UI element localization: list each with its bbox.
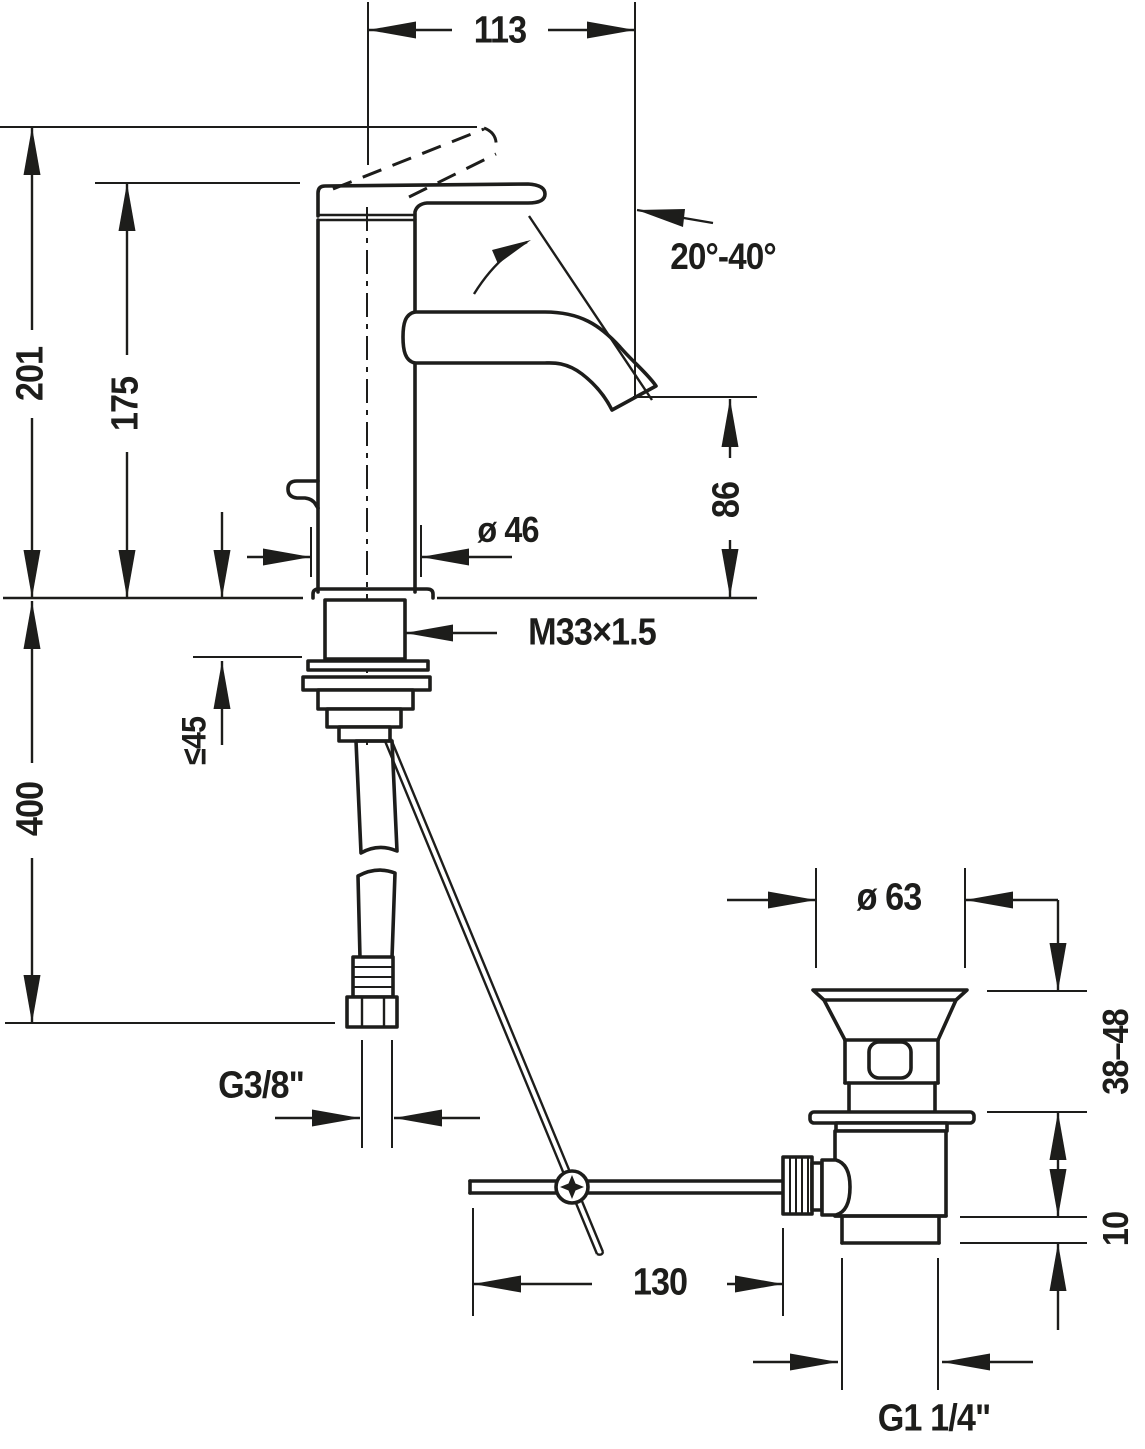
drain-slot-hole: [867, 1040, 913, 1080]
mounting-washer: [301, 675, 432, 692]
handle-lever: [316, 182, 547, 221]
mounting-block-lower: [325, 707, 403, 729]
angle-reference-line: [528, 215, 653, 401]
dim-max45: ≤45: [175, 716, 214, 766]
dim-g114: G1 1/4": [877, 1397, 991, 1440]
drain-cone-left: [822, 998, 847, 1042]
base-flange: [311, 587, 435, 600]
raised-handle-dashed: [332, 126, 498, 199]
flex-hose-upper: [354, 739, 399, 855]
mounting-block-upper: [316, 688, 415, 711]
reference-lines: [0, 2, 1087, 1390]
faucet-outline: [286, 126, 658, 745]
dim-130: 130: [632, 1261, 688, 1304]
popup-knob: [286, 479, 320, 510]
dim-g38: G3/8": [218, 1064, 305, 1107]
pull-rod-edge-1: [383, 740, 599, 1255]
flex-hose-lower: [356, 868, 397, 960]
drain-cone-right: [936, 998, 958, 1042]
dim-113: 113: [473, 9, 527, 52]
dim-m33: M33×1.5: [528, 611, 657, 654]
dim-angle: 20°-40°: [670, 236, 776, 277]
dim-10: 10: [1095, 1211, 1136, 1247]
drain-body: [833, 1129, 948, 1218]
joint-screw-cross: [560, 1175, 584, 1199]
dim-201: 201: [9, 346, 52, 402]
dimension-arrowheads: [23, 21, 1067, 1371]
pull-rod-and-hose: [345, 738, 605, 1256]
shank-m33: [323, 598, 407, 661]
dim-86: 86: [705, 481, 748, 519]
pull-rod-edge-2: [389, 738, 605, 1253]
hose-fitting: [337, 725, 392, 743]
hose-hex-nut: [345, 995, 399, 1029]
drain-flange-top: [811, 988, 969, 1002]
dim-175: 175: [104, 376, 147, 432]
dim-3848: 38–48: [1095, 1009, 1136, 1095]
knob-socket: [820, 1158, 852, 1217]
angle-arc-arrow: [472, 240, 528, 295]
spout: [401, 310, 658, 412]
drain-assembly: [781, 988, 976, 1245]
dim-dia46: ø 46: [477, 509, 539, 550]
pull-rod-tip: [596, 1251, 605, 1256]
dim-dia63: ø 63: [856, 876, 923, 919]
dim-400: 400: [9, 781, 52, 837]
seal-washer: [306, 659, 430, 672]
popup-linkage: [468, 1169, 785, 1205]
